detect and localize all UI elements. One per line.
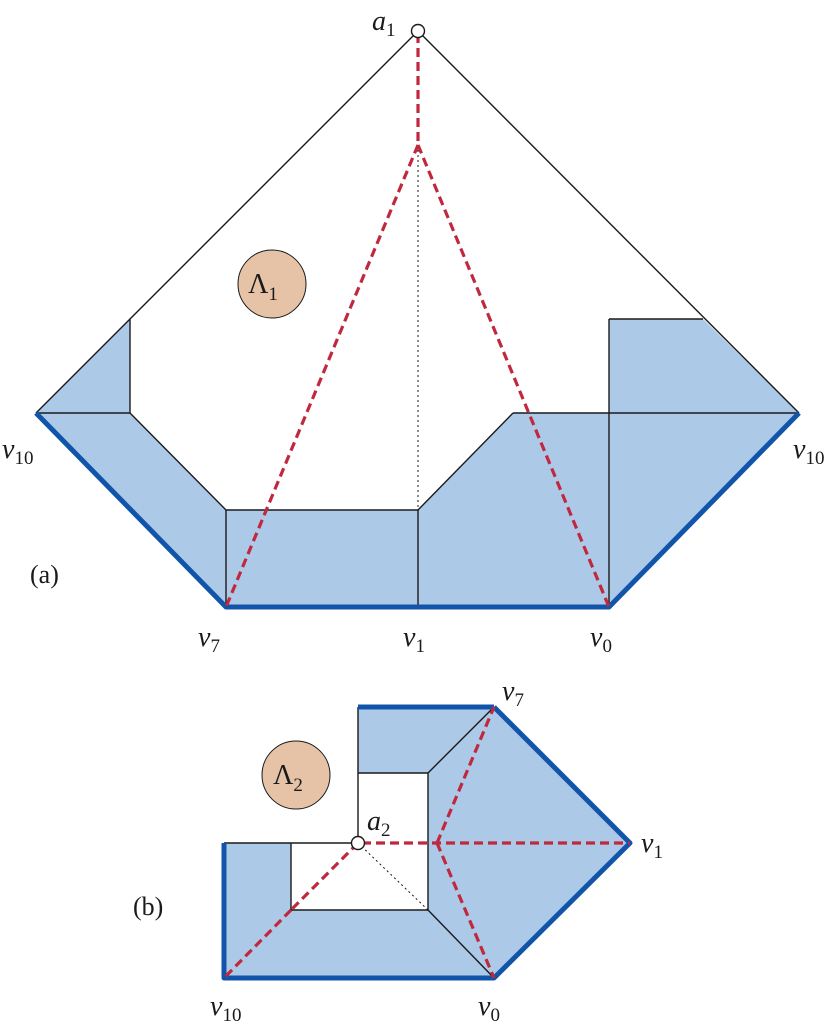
panel-b-red-paths bbox=[222, 706, 630, 980]
panel-b-v7-label: v7 bbox=[502, 676, 524, 711]
panel-a-badge-label: Λ1 bbox=[248, 269, 278, 305]
panel-a-apex-label: a1 bbox=[372, 6, 396, 41]
panel-a-edges bbox=[35, 30, 800, 607]
panel-a-red-paths bbox=[224, 34, 611, 608]
panel-a: Λ1 a1 v10 v10 v7 v1 v0 (a) bbox=[2, 6, 824, 657]
panel-b-v1-label: v1 bbox=[641, 828, 663, 863]
panel-b-apex-label: a2 bbox=[367, 806, 391, 841]
panel-a-v10-left-label: v10 bbox=[2, 434, 33, 469]
panel-b-badge-circle bbox=[261, 740, 331, 810]
panel-b-v0-label: v0 bbox=[478, 991, 500, 1026]
panel-a-boundary bbox=[34, 411, 801, 610]
panel-b-v10-label: v10 bbox=[210, 991, 241, 1026]
panel-a-left-region bbox=[36, 319, 226, 607]
panel-b-dotted-line bbox=[357, 842, 429, 911]
panel-a-v7-label: v7 bbox=[198, 622, 220, 657]
panel-a-badge-circle bbox=[237, 249, 307, 319]
panel-b-apex-point bbox=[350, 835, 366, 851]
panel-a-v1-label: v1 bbox=[403, 622, 425, 657]
panel-b: Λ2 a2 v7 v1 v10 v0 (b) bbox=[133, 676, 663, 1026]
panel-a-caption: (a) bbox=[30, 560, 59, 589]
panel-a-apex-point bbox=[410, 23, 426, 39]
panel-b-badge-label: Λ2 bbox=[273, 760, 303, 796]
panel-a-v10-right-label: v10 bbox=[793, 434, 824, 469]
panel-a-bottom-region bbox=[226, 510, 418, 607]
panel-b-caption: (b) bbox=[133, 892, 163, 921]
panel-a-v0-label: v0 bbox=[590, 622, 612, 657]
